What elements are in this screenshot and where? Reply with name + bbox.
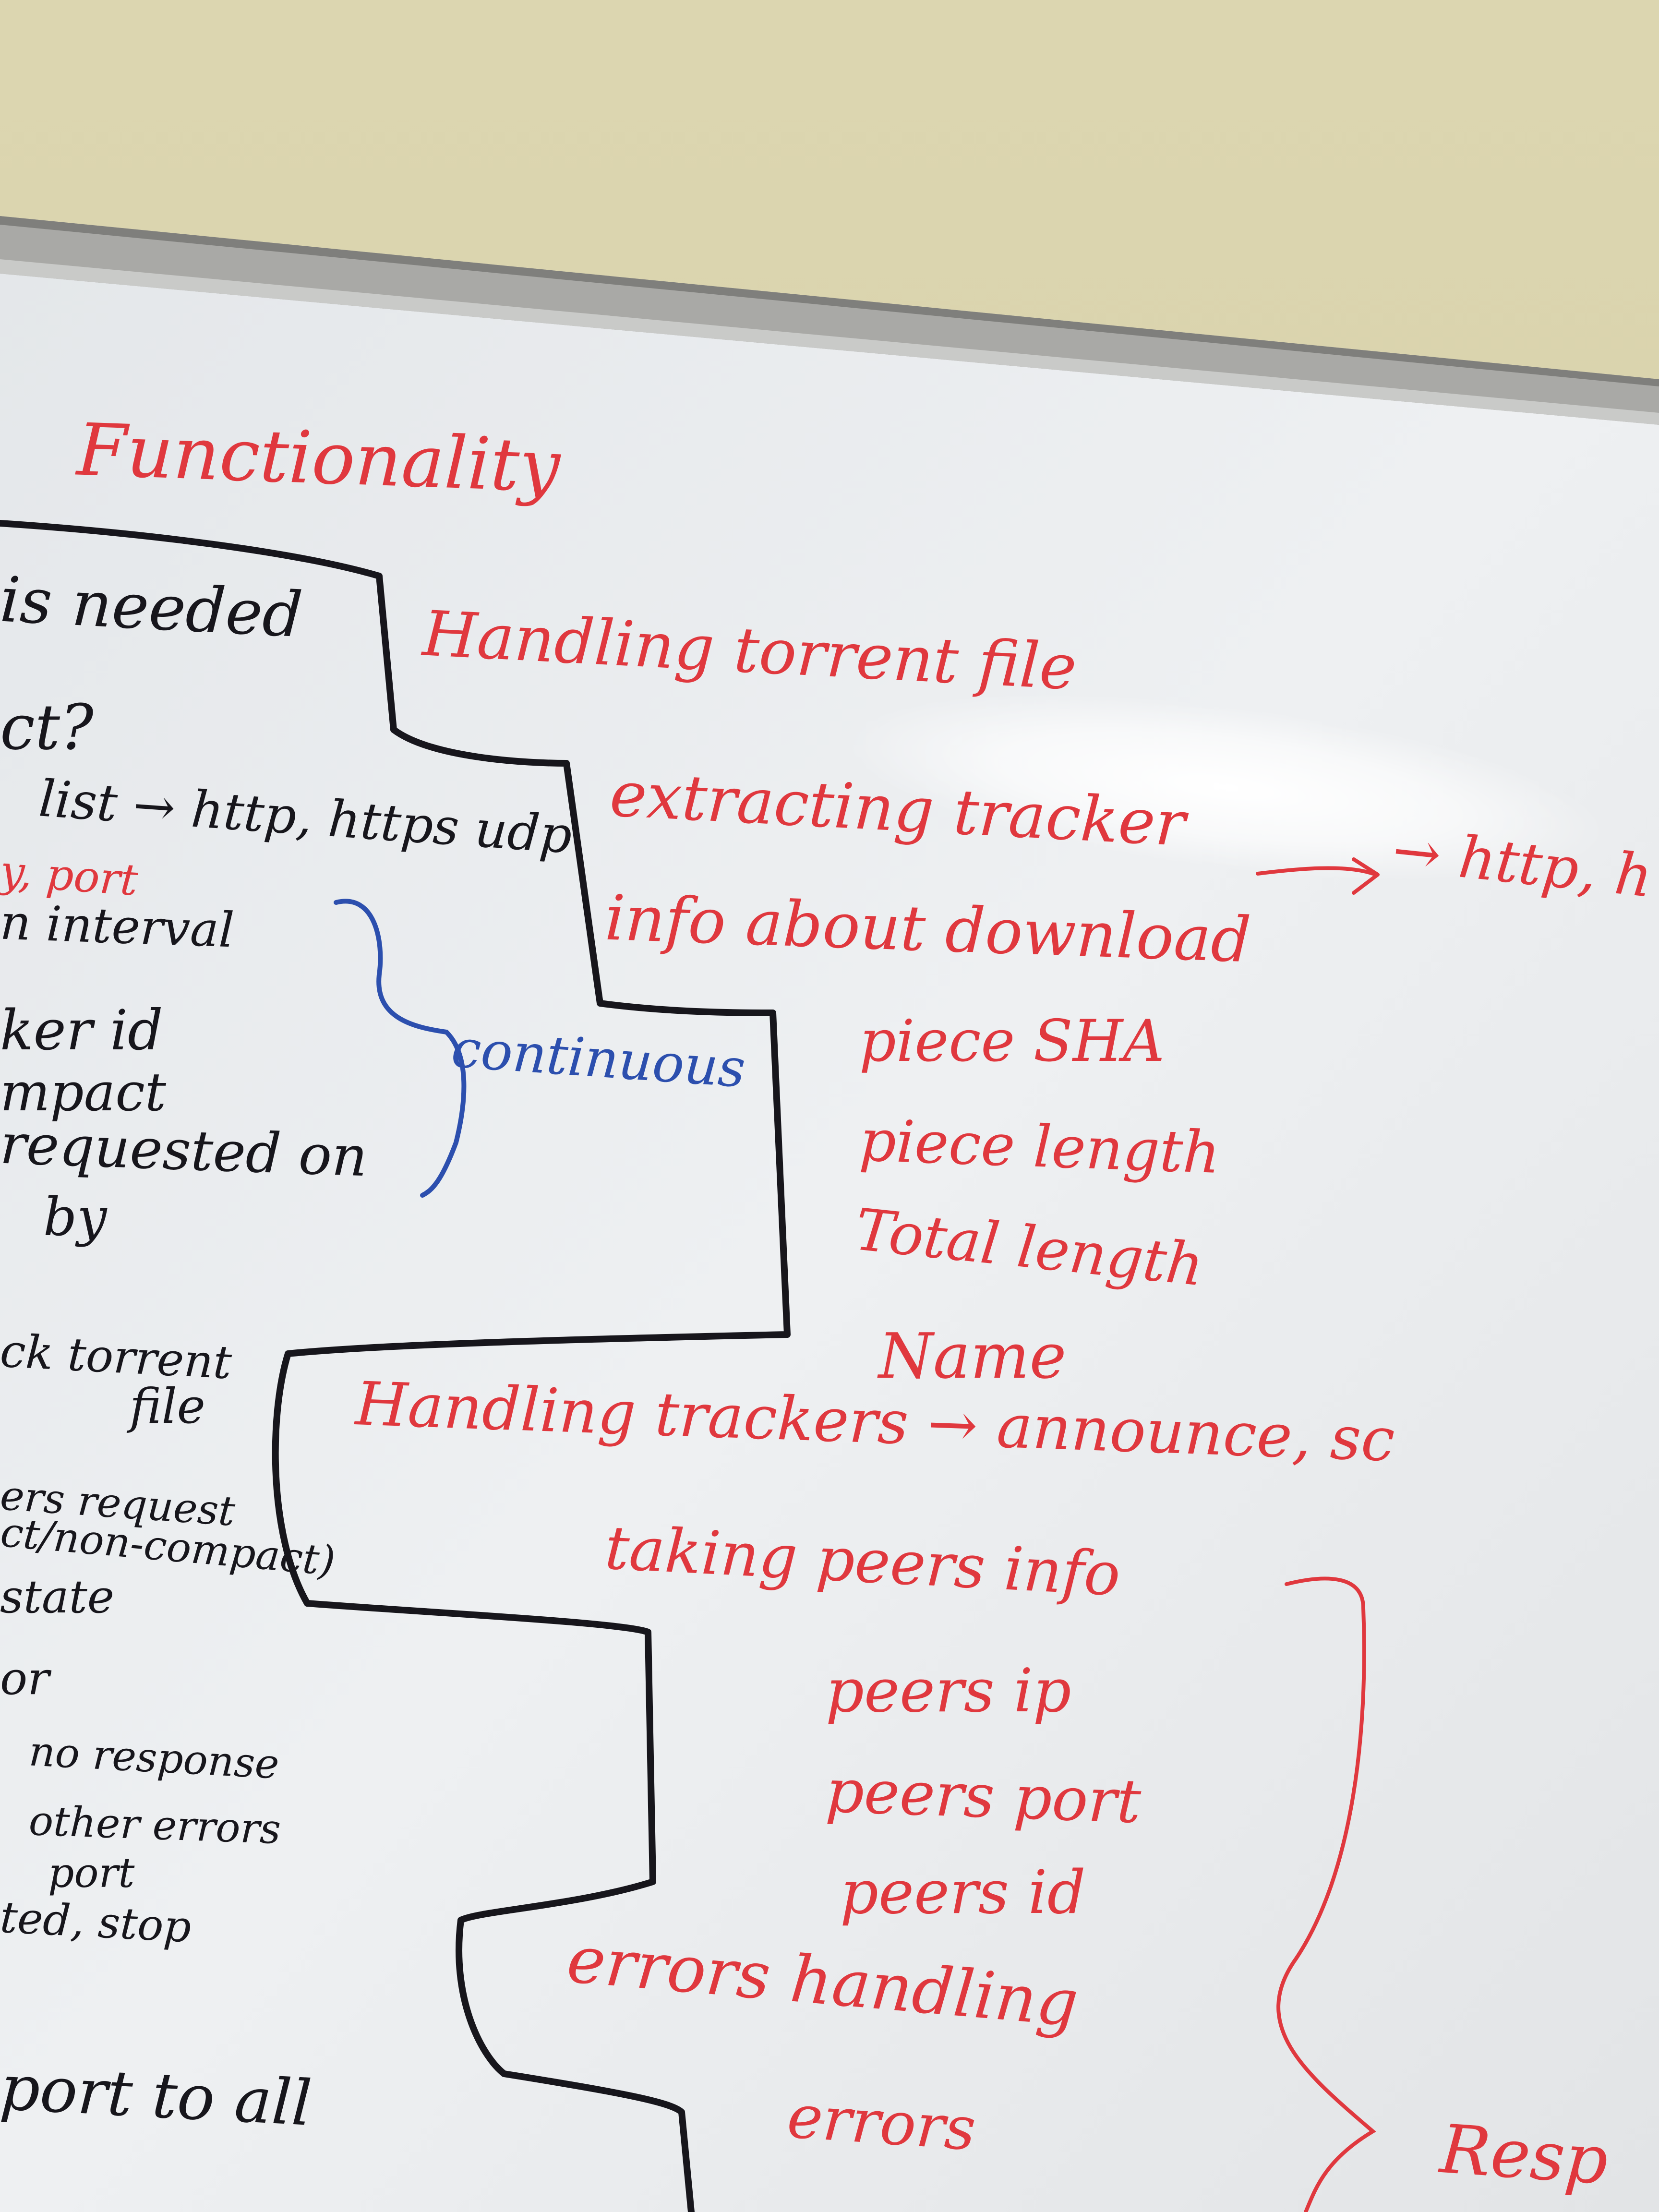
item-resp: Resp <box>1437 2110 1611 2200</box>
blue-brace <box>334 899 467 1198</box>
light-glare <box>842 694 1606 881</box>
left-note-17: other errors <box>28 1797 282 1854</box>
left-note-8: requested on <box>0 1112 369 1190</box>
item-peers-port: peers port <box>824 1756 1142 1837</box>
left-note-7: mpact <box>0 1061 167 1123</box>
left-note-5: n interval <box>0 894 235 959</box>
black-outline <box>0 520 791 2212</box>
item-peers-ip: peers ip <box>826 1656 1071 1726</box>
left-note-9: by <box>43 1186 107 1248</box>
left-note-1: is needed <box>0 563 305 652</box>
item-piece-sha: piece SHA <box>859 1008 1165 1075</box>
left-note-2: ct? <box>0 691 94 764</box>
left-note-15: or <box>0 1652 49 1705</box>
red-brace <box>1276 1576 1376 2212</box>
left-note-16: no response <box>27 1728 280 1789</box>
item-name: Name <box>878 1320 1067 1393</box>
red-arrow-tracker <box>1256 857 1380 895</box>
left-note-10: ck torrent <box>0 1324 233 1390</box>
item-peers-id: peers id <box>840 1858 1086 1927</box>
left-note-11: file <box>130 1378 205 1434</box>
left-note-19: ted, stop <box>0 1892 192 1953</box>
board-surface <box>0 269 1659 2212</box>
left-note-6: ker id <box>0 998 163 1063</box>
left-note-18: port <box>48 1850 135 1897</box>
left-note-20: port to all <box>0 2051 314 2140</box>
left-note-14: state <box>0 1571 114 1623</box>
board-title: Functionality <box>75 408 562 509</box>
item-piece-length: piece length <box>858 1107 1221 1187</box>
board-frame <box>0 216 1659 425</box>
item-errors: errors <box>785 2081 978 2164</box>
